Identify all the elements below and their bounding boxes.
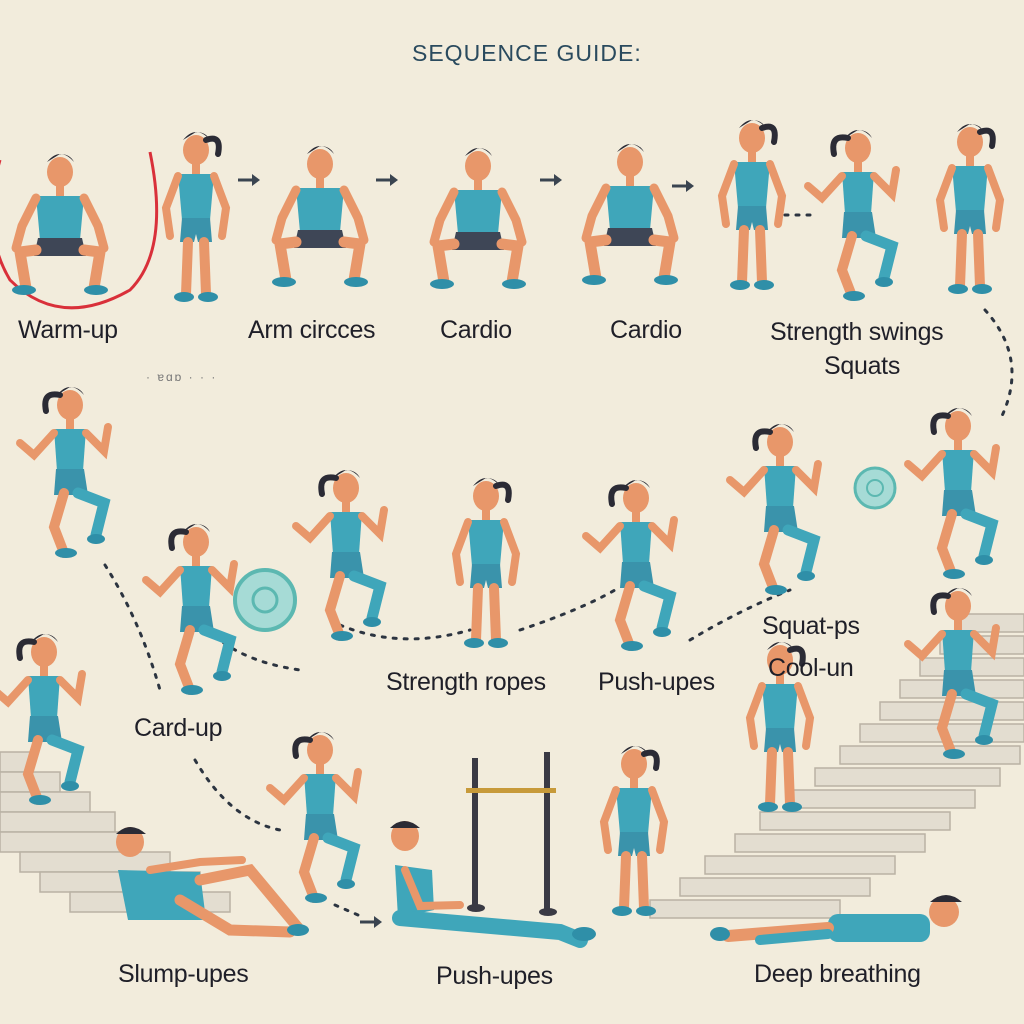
label-slump-upes: Slump-upes [118,960,249,988]
label-warm-up: Warm-up [18,316,118,344]
label-cardio-2: Cardio [610,316,682,344]
label-squats: Squats [824,352,901,380]
arrow-icon [670,178,696,194]
exercise-figure-runner [146,524,234,695]
disc-icon [233,568,297,632]
jump-rope-icon [0,151,159,310]
label-card-up: Card-up [134,714,223,742]
exercise-figure-arm-circles [272,146,368,287]
arrow-icon [236,172,262,188]
exercise-figure-push-upes [586,480,674,651]
arrow-icon [538,172,564,188]
exercise-figure-sit-up [390,821,596,948]
label-squat-ps: Squat-ps [762,612,860,640]
exercise-figure-jump [270,732,358,903]
exercise-figure-deep-breathing [710,895,962,945]
exercise-figure-runner-2 [730,424,818,595]
exercise-figure-standing [722,120,782,290]
exercise-figure-squat-hold [604,746,664,916]
small-mark: · ɐɑɒ · · · [146,370,218,384]
exercise-figure-high-knee [296,470,384,641]
exercise-figure-strength-ropes [456,478,516,648]
label-strength-ropes: Strength ropes [386,668,546,696]
page-title: SEQUENCE GUIDE: [412,40,642,66]
label-push-upes-1: Push-upes [598,668,715,696]
exercise-figure-step [908,408,996,579]
exercise-figure-warm-up [12,154,108,295]
arrow-icon [374,172,400,188]
disc-icon [853,466,897,510]
arrow-icon [358,914,384,930]
exercise-figure-slump-upes [116,827,309,938]
label-cardio-1: Cardio [440,316,512,344]
label-cool-un: Cool-un [768,654,854,682]
exercise-figure-squats [940,124,1000,294]
dotted-path-icon [103,213,1014,920]
exercise-figure-cardio-2 [582,144,678,285]
exercise-figure-cardio [430,148,526,289]
exercise-figure-strength-swings [808,130,896,301]
label-arm-circles: Arm circces [248,316,376,344]
label-push-upes-2: Push-upes [436,962,553,990]
pull-up-bar-icon [466,752,557,916]
exercise-figure-lunge [20,387,108,558]
label-deep-breathing: Deep breathing [754,960,921,988]
label-strength-swings: Strength swings [770,318,944,346]
exercise-figure-stretch [166,132,226,302]
